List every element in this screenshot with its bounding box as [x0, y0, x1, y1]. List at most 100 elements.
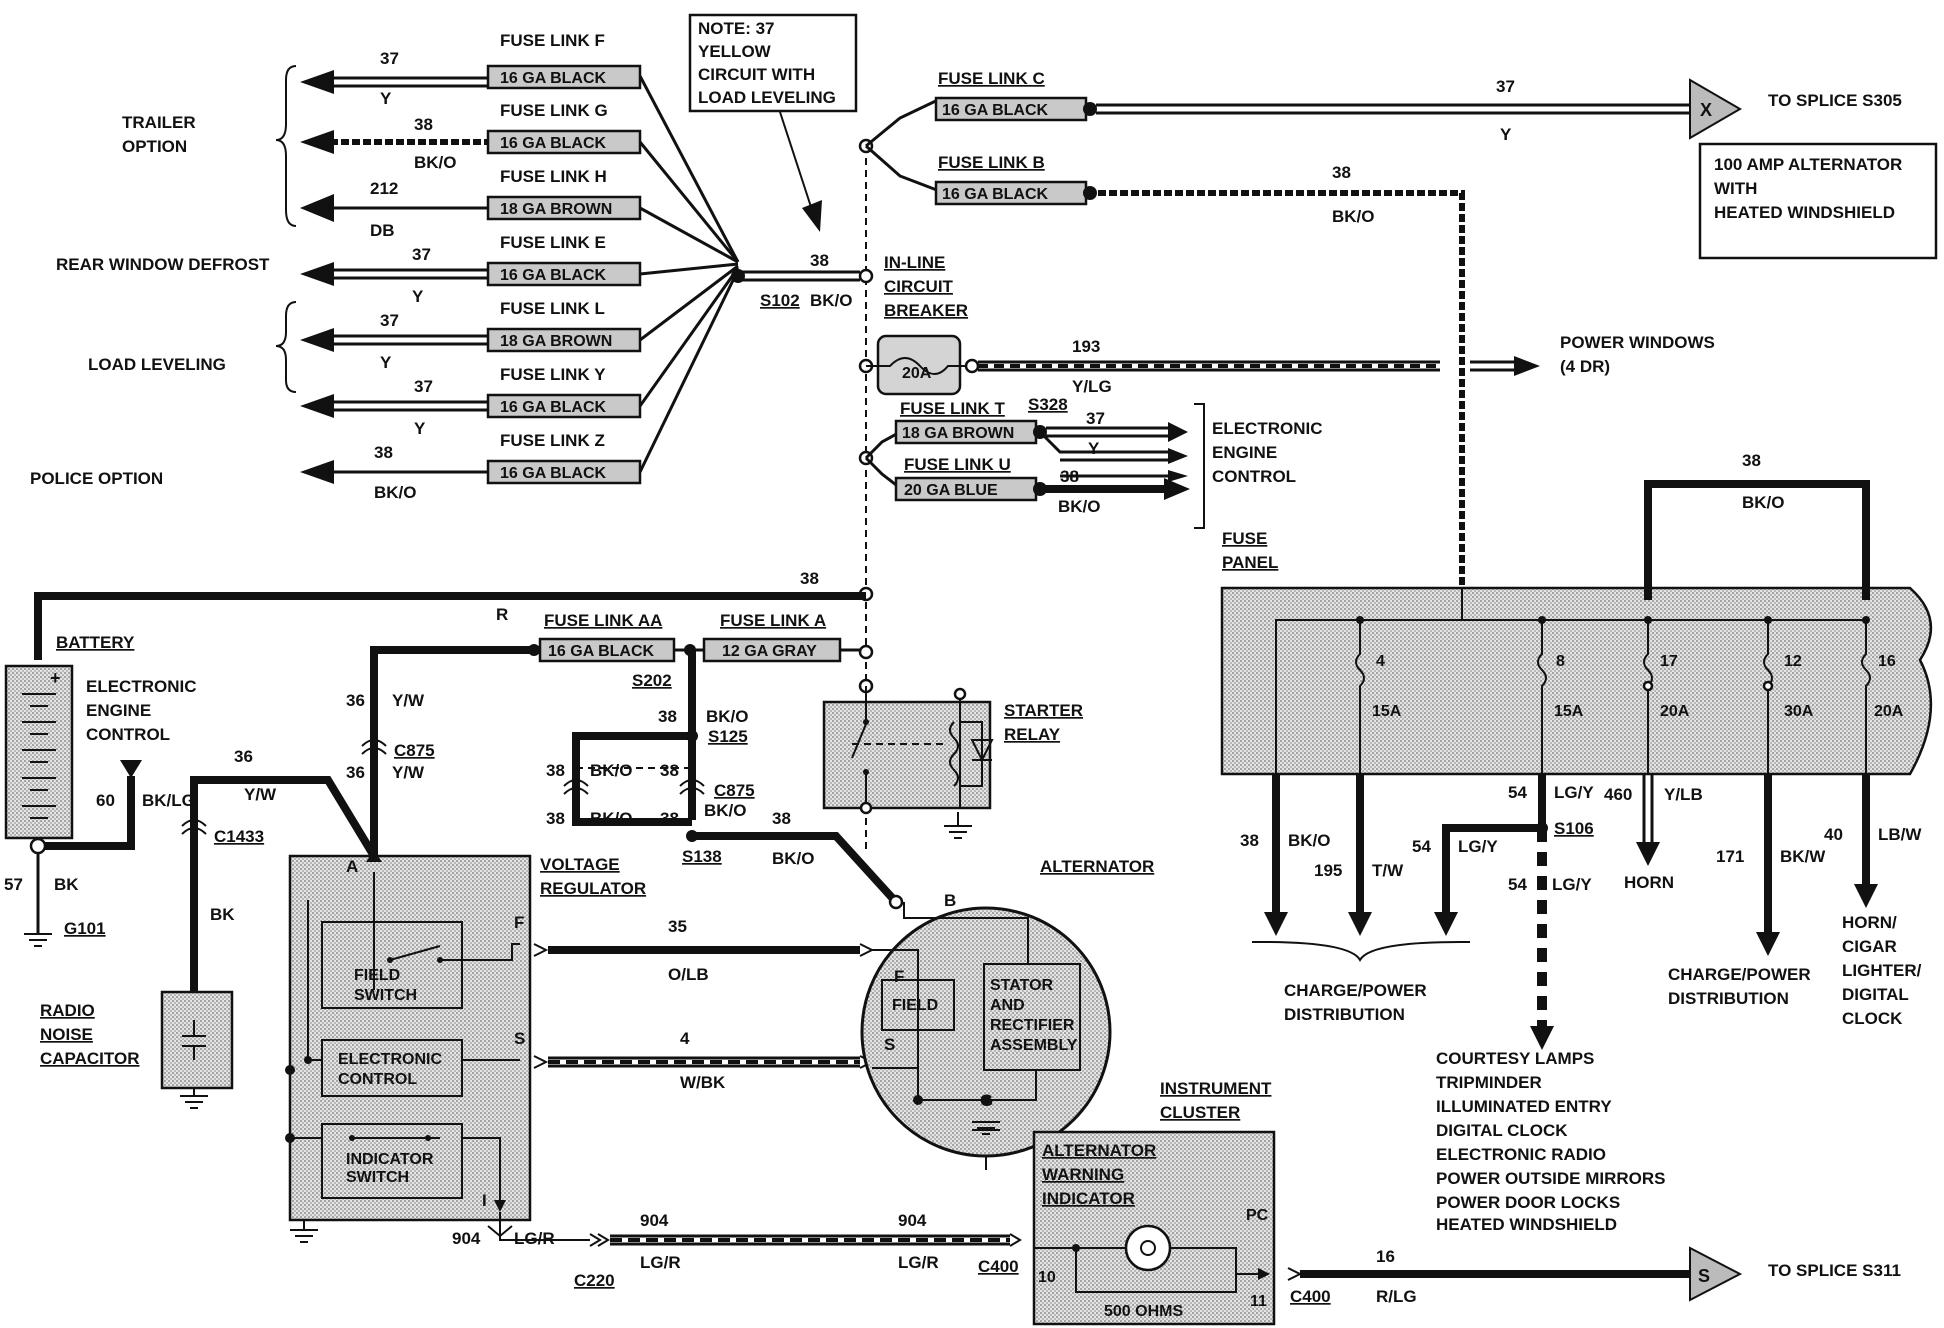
svg-text:Y/LB: Y/LB	[1664, 785, 1703, 804]
svg-text:STARTER: STARTER	[1004, 701, 1083, 720]
svg-text:37: 37	[412, 245, 431, 264]
svg-text:BK/O: BK/O	[1332, 207, 1375, 226]
ground-icon	[290, 1220, 318, 1243]
svg-text:FIELD: FIELD	[892, 997, 938, 1014]
svg-text:TO SPLICE S311: TO SPLICE S311	[1768, 1261, 1901, 1280]
svg-text:ALTERNATOR: ALTERNATOR	[1040, 857, 1154, 876]
svg-text:ENGINE: ENGINE	[1212, 443, 1277, 462]
svg-text:CONTROL: CONTROL	[1212, 467, 1296, 486]
alternator: ALTERNATOR B F FIELD S STATOR AND RECTIF…	[860, 857, 1154, 1170]
svg-text:LG/R: LG/R	[640, 1253, 681, 1272]
svg-text:60: 60	[96, 791, 115, 810]
svg-text:904: 904	[640, 1211, 669, 1230]
left-fuse-links: 16 GA BLACK FUSE LINK F 37 Y 16 GA BLACK…	[30, 31, 740, 502]
svg-text:BK/O: BK/O	[706, 707, 749, 726]
fuse-link-g: 16 GA BLACK FUSE LINK G 38 BK/O	[300, 101, 642, 172]
splice-s102: S102 38 BK/O	[731, 251, 860, 310]
svg-text:BK/O: BK/O	[704, 801, 747, 820]
svg-text:POWER WINDOWS: POWER WINDOWS	[1560, 333, 1715, 352]
svg-text:BK/O: BK/O	[1058, 497, 1101, 516]
svg-text:DIGITAL CLOCK: DIGITAL CLOCK	[1436, 1121, 1568, 1140]
wire-16: S 16 R/LG C400 TO SPLICE S311	[1287, 1246, 1901, 1306]
fuse-link-f: 16 GA BLACK FUSE LINK F 37 Y	[300, 31, 642, 108]
svg-text:Y: Y	[414, 419, 426, 438]
alternator-note-box: 100 AMP ALTERNATOR WITH HEATED WINDSHIEL…	[1698, 142, 1938, 260]
svg-text:C875: C875	[394, 741, 435, 760]
svg-text:4: 4	[1376, 653, 1385, 670]
svg-text:18 GA BROWN: 18 GA BROWN	[500, 201, 612, 218]
svg-text:WITH: WITH	[1714, 179, 1757, 198]
svg-text:FUSE LINK H: FUSE LINK H	[500, 167, 607, 186]
svg-text:(4 DR): (4 DR)	[1560, 357, 1610, 376]
svg-text:FUSE LINK Z: FUSE LINK Z	[500, 431, 605, 450]
radio-noise-capacitor: RADIO NOISE CAPACITOR	[40, 990, 234, 1109]
svg-text:F: F	[894, 967, 904, 986]
svg-text:I: I	[482, 1191, 487, 1210]
svg-text:38: 38	[1332, 163, 1351, 182]
svg-text:FUSE LINK T: FUSE LINK T	[900, 399, 1005, 418]
svg-text:FUSE LINK AA: FUSE LINK AA	[544, 611, 662, 630]
wire-35: 35 O/LB	[533, 917, 875, 984]
svg-text:INDICATOR: INDICATOR	[346, 1151, 434, 1168]
svg-text:WARNING: WARNING	[1042, 1165, 1124, 1184]
svg-text:BREAKER: BREAKER	[884, 301, 968, 320]
fuse-panel-outputs: 38 BK/O 195 T/W S106 54 LG/Y 54 LG/Y 54 …	[1240, 774, 1922, 1234]
fuse-12: 12 30A	[1763, 616, 1814, 774]
svg-text:904: 904	[898, 1211, 927, 1230]
svg-text:C400: C400	[1290, 1287, 1331, 1306]
svg-text:ELECTRONIC RADIO: ELECTRONIC RADIO	[1436, 1145, 1606, 1164]
svg-text:BK/LG: BK/LG	[142, 791, 195, 810]
svg-text:DISTRIBUTION: DISTRIBUTION	[1668, 989, 1789, 1008]
svg-text:4: 4	[680, 1029, 690, 1048]
svg-text:FUSE LINK C: FUSE LINK C	[938, 69, 1045, 88]
svg-text:CIRCUIT: CIRCUIT	[884, 277, 954, 296]
svg-text:FUSE LINK E: FUSE LINK E	[500, 233, 606, 252]
ground-g101-icon	[24, 933, 52, 947]
svg-text:37: 37	[380, 49, 399, 68]
svg-text:FIELD: FIELD	[354, 967, 400, 984]
svg-text:SWITCH: SWITCH	[346, 1169, 409, 1186]
svg-text:38: 38	[1060, 467, 1079, 486]
svg-text:REGULATOR: REGULATOR	[540, 879, 646, 898]
svg-text:12: 12	[1784, 653, 1802, 670]
svg-text:37: 37	[1496, 77, 1515, 96]
svg-text:38: 38	[658, 707, 677, 726]
svg-text:COURTESY LAMPS: COURTESY LAMPS	[1436, 1049, 1594, 1068]
svg-text:16 GA BLACK: 16 GA BLACK	[500, 135, 607, 152]
svg-text:8: 8	[1556, 653, 1565, 670]
svg-text:B: B	[944, 891, 956, 910]
ground-icon	[180, 1088, 208, 1109]
svg-text:BK/O: BK/O	[590, 809, 633, 828]
svg-text:12 GA GRAY: 12 GA GRAY	[722, 643, 817, 660]
fuse-link-u: FUSE LINK U 20 GA BLUE 38 BK/O	[894, 455, 1190, 516]
svg-text:RELAY: RELAY	[1004, 725, 1061, 744]
svg-text:40: 40	[1824, 825, 1843, 844]
svg-text:BK/O: BK/O	[1288, 831, 1331, 850]
svg-text:18 GA BROWN: 18 GA BROWN	[902, 425, 1014, 442]
svg-text:171: 171	[1716, 847, 1744, 866]
svg-text:20 GA BLUE: 20 GA BLUE	[904, 482, 998, 499]
svg-text:30A: 30A	[1784, 703, 1814, 720]
police-option-label: POLICE OPTION	[30, 469, 163, 488]
svg-text:C220: C220	[574, 1271, 615, 1290]
svg-text:37: 37	[380, 311, 399, 330]
svg-text:16: 16	[1878, 653, 1896, 670]
wire-904: 904 LG/R C220 904 LG/R 904 LG/R C400	[452, 1211, 1022, 1290]
svg-text:G: G	[980, 1091, 993, 1110]
svg-text:HORN/: HORN/	[1842, 913, 1897, 932]
svg-text:LG/Y: LG/Y	[1458, 837, 1498, 856]
svg-text:ELECTRONIC: ELECTRONIC	[338, 1051, 442, 1068]
note-line-3: CIRCUIT WITH	[698, 65, 815, 84]
svg-text:193: 193	[1072, 337, 1100, 356]
fuse-link-l: 18 GA BROWN FUSE LINK L 37 Y	[300, 299, 642, 372]
svg-text:BK: BK	[210, 905, 235, 924]
svg-text:CONTROL: CONTROL	[86, 725, 170, 744]
svg-text:HEATED WINDSHIELD: HEATED WINDSHIELD	[1436, 1215, 1617, 1234]
svg-text:CLOCK: CLOCK	[1842, 1009, 1903, 1028]
svg-text:S125: S125	[708, 727, 748, 746]
power-windows-wire: 193 Y/LG POWER WINDOWS (4 DR)	[978, 333, 1715, 396]
svg-text:16 GA BLACK: 16 GA BLACK	[500, 465, 607, 482]
svg-text:G101: G101	[64, 919, 106, 938]
svg-text:POWER OUTSIDE MIRRORS: POWER OUTSIDE MIRRORS	[1436, 1169, 1666, 1188]
